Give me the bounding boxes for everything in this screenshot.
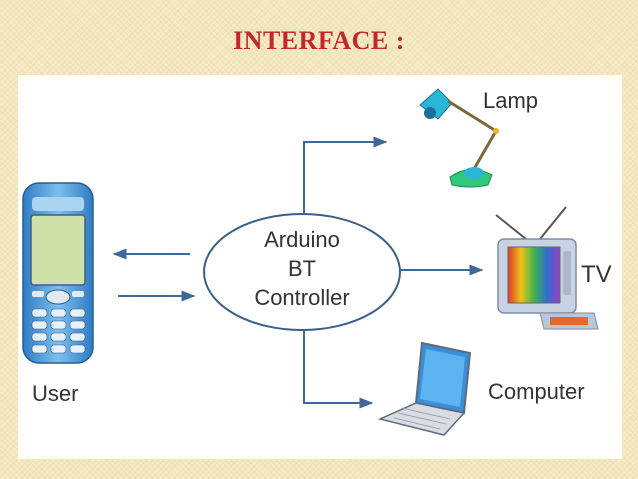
computer-label: Computer [488, 379, 585, 404]
controller-line-2: BT [288, 256, 316, 281]
phone-icon [22, 182, 94, 364]
controller-line-1: Arduino [264, 227, 340, 252]
user-label: User [32, 381, 78, 406]
arrow-to-computer [303, 330, 374, 409]
lamp-label: Lamp [483, 88, 538, 113]
tv-icon [495, 206, 599, 330]
computer-icon [377, 341, 472, 436]
diagram-svg: Arduino BT Controller Lamp TV C [22, 88, 612, 436]
interface-diagram: Arduino BT Controller Lamp TV C [18, 75, 622, 459]
controller-line-3: Controller [254, 285, 349, 310]
controller-node [203, 213, 401, 331]
lamp-icon [419, 88, 499, 188]
tv-label: TV [581, 261, 612, 288]
arrow-to-lamp [303, 136, 388, 214]
slide-title: INTERFACE : [233, 26, 405, 55]
